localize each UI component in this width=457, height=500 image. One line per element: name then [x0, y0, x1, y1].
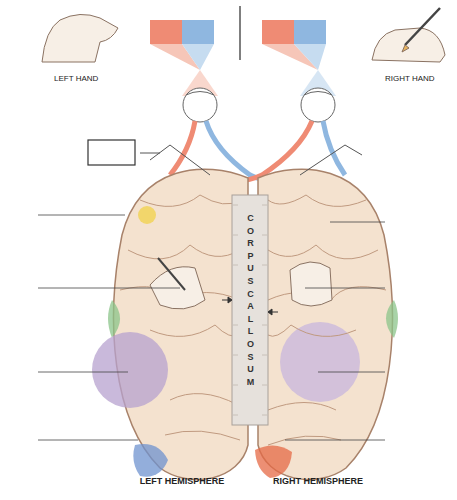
brain-region-part — [92, 332, 168, 408]
bracket — [140, 145, 362, 175]
callosum-ribs-part — [232, 235, 238, 236]
eye — [183, 88, 335, 122]
hand-figure-part — [372, 28, 445, 62]
callosum-ribs-part — [232, 355, 238, 356]
hemisphere-label: LEFT HEMISPHERE — [137, 476, 227, 487]
brain-gyri-part — [268, 403, 336, 411]
brain-gyri-part — [268, 436, 341, 445]
callosum-ribs — [232, 205, 268, 415]
visual-field-part — [182, 20, 214, 44]
brain-region-part — [255, 445, 292, 478]
brain-region-part — [108, 300, 120, 338]
brain-gyri-part — [150, 325, 240, 336]
corpus-callosum — [232, 195, 268, 425]
callosum-ribs-part — [262, 235, 268, 236]
leader-line-part — [38, 372, 128, 373]
bracket-part — [140, 153, 160, 154]
eye-part — [301, 88, 335, 122]
leader-line-part — [330, 222, 385, 223]
eye-part — [304, 92, 332, 96]
brain-gyri-part — [128, 245, 240, 259]
bracket-part — [300, 145, 362, 175]
callosum-ribs-part — [262, 385, 268, 386]
hand-label: RIGHT HAND — [385, 74, 435, 84]
optic-pathway-part — [323, 121, 345, 175]
brain-gyri-part — [165, 431, 240, 440]
brain-region-part — [133, 444, 168, 477]
corpus-callosum-band: CORPUS CALLOSUM — [246, 212, 255, 388]
leader-line-part — [318, 372, 385, 373]
brain-gyri — [120, 195, 386, 445]
callosum-ribs-part — [262, 415, 268, 416]
visual-field-part — [182, 44, 214, 70]
brain-region-part — [386, 300, 398, 338]
hand-figure-part — [42, 14, 118, 62]
leader-line-part — [38, 215, 125, 216]
structure-label: CORPUS CALLOSUM — [246, 212, 255, 388]
callosum-ribs-part — [232, 325, 238, 326]
bracket-part — [150, 145, 210, 175]
transfer-arrow-part — [272, 312, 278, 313]
leader-line — [38, 215, 385, 440]
transfer-arrow-part — [222, 300, 228, 301]
visual-field-part — [262, 20, 294, 44]
callosum-ribs-part — [262, 205, 268, 206]
leader-line-part — [285, 440, 385, 441]
brain-region-part — [138, 206, 156, 224]
visual-field — [150, 20, 336, 96]
hemisphere-label: RIGHT HEMISPHERE — [273, 476, 363, 487]
brain-hemisphere-part — [114, 169, 248, 480]
brain-hemisphere — [114, 169, 393, 480]
leader-line-part — [305, 288, 385, 289]
callosum-ribs-part — [232, 205, 238, 206]
callosum-ribs-part — [262, 265, 268, 266]
divider-line — [239, 6, 241, 60]
hand-figure — [42, 8, 445, 62]
eye-part — [183, 88, 217, 122]
brain-gyri-part — [268, 195, 366, 206]
visual-field-part — [294, 44, 326, 70]
leader-line-part — [38, 440, 138, 441]
brain-gyri-part — [268, 325, 356, 336]
brain-gyri-part — [268, 245, 378, 259]
visual-field-part — [294, 20, 326, 44]
hand-label: LEFT HAND — [54, 74, 98, 84]
visual-field-part — [150, 20, 182, 44]
brain-gyri-part — [140, 195, 240, 206]
brain-gyri-part — [170, 394, 238, 405]
brain-region-part — [280, 322, 360, 402]
leader-line-part — [38, 288, 180, 289]
eye-part — [186, 92, 214, 96]
callosum-ribs-part — [262, 355, 268, 356]
hand-figure-part — [158, 258, 185, 290]
hand-figure — [150, 258, 332, 309]
hand-figure-part — [402, 45, 409, 52]
blank-box — [88, 140, 135, 165]
callosum-ribs-part — [232, 265, 238, 266]
callosum-ribs-part — [262, 325, 268, 326]
transfer-arrow-part — [228, 297, 232, 303]
hand-figure-part — [290, 262, 332, 306]
hand-figure-part — [405, 8, 440, 45]
callosum-ribs-part — [232, 385, 238, 386]
callosum-ribs-part — [232, 415, 238, 416]
brain-hemisphere-part — [258, 169, 392, 480]
transfer-arrow-part — [268, 309, 272, 315]
